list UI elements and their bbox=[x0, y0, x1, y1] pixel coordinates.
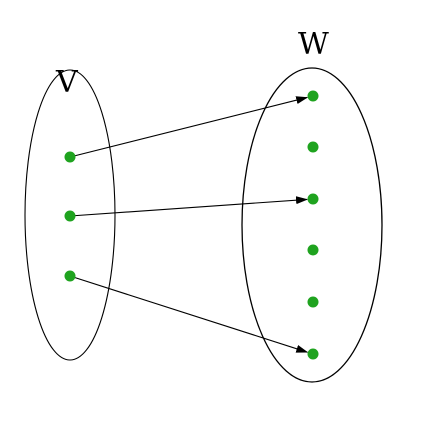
set-w-element-4 bbox=[307, 244, 319, 256]
set-label-w: W bbox=[298, 27, 329, 62]
set-w-element-6 bbox=[307, 348, 319, 360]
set-w-ellipse bbox=[241, 67, 383, 383]
set-v-element-1 bbox=[64, 151, 76, 163]
mapping-arrow-2 bbox=[69, 196, 309, 217]
mapping-arrow-3 bbox=[69, 275, 309, 353]
mapping-arrows bbox=[69, 96, 309, 353]
set-v-ellipse bbox=[24, 69, 116, 361]
set-w-element-2 bbox=[307, 141, 319, 153]
mapping-arrow-1 bbox=[69, 96, 309, 158]
set-w-element-5 bbox=[307, 296, 319, 308]
set-v-elements bbox=[64, 151, 76, 282]
set-w-element-3 bbox=[307, 193, 319, 205]
set-w-element-1 bbox=[307, 90, 319, 102]
set-v-element-3 bbox=[64, 270, 76, 282]
set-w-elements bbox=[307, 90, 319, 360]
set-v-element-2 bbox=[64, 210, 76, 222]
